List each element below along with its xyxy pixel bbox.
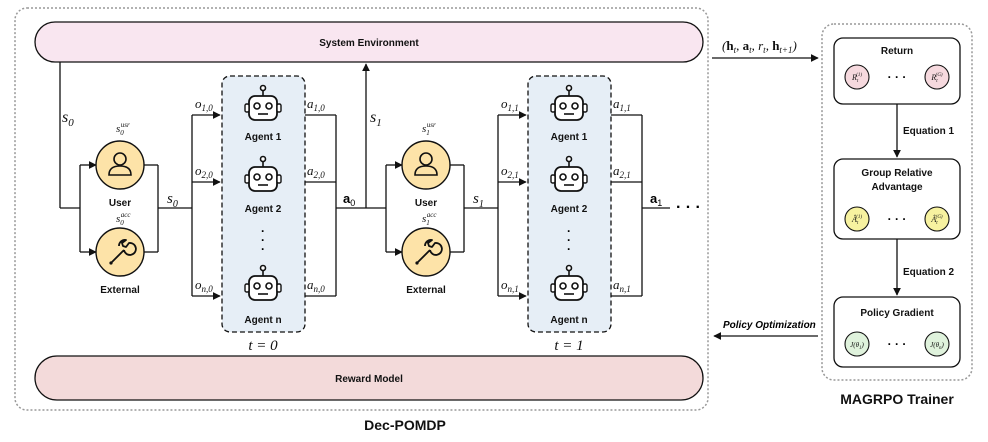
- adv-chip-1-text: Ât(1): [851, 214, 862, 226]
- dec-pomdp-title: Dec-POMDP: [364, 417, 446, 433]
- svg-text:·: ·: [261, 242, 265, 256]
- act-2: a2,1: [613, 163, 631, 180]
- return-dots: · · ·: [888, 70, 907, 84]
- dec-pomdp-container: [14, 7, 709, 411]
- time-label: t = 0: [248, 338, 278, 354]
- obs-n: on,1: [501, 277, 519, 294]
- user-state-label: s0usr: [116, 121, 130, 137]
- external-label: External: [406, 285, 446, 296]
- agent-2-label: Agent 2: [551, 204, 588, 215]
- adv-chip-1: [844, 206, 870, 232]
- agent-n-label: Agent n: [550, 315, 587, 326]
- agent-panel: [527, 75, 612, 333]
- external-state-label: s0acc: [116, 211, 131, 227]
- vertical-ellipsis: ·: [567, 224, 571, 238]
- agent-1-label: Agent 1: [245, 132, 282, 143]
- trainer-title: MAGRPO Trainer: [840, 391, 954, 407]
- ellipsis: · · ·: [676, 199, 701, 216]
- state-label: s1: [473, 191, 484, 210]
- adv-dots: · · ·: [888, 212, 907, 226]
- reward-model-bar: [34, 355, 704, 401]
- reward-model-label: Reward Model: [335, 374, 403, 385]
- joint-action: a1: [650, 191, 662, 208]
- obs-1: o1,1: [501, 96, 519, 113]
- policy-gradient-label: Policy Gradient: [860, 308, 934, 319]
- pg-dots: · · ·: [888, 337, 907, 351]
- agent-2-label: Agent 2: [245, 204, 282, 215]
- state-label-top: s0: [62, 109, 74, 129]
- time-label: t = 1: [554, 338, 583, 354]
- pg-chip-n: [924, 331, 950, 357]
- return-label: Return: [881, 46, 913, 57]
- external-state-label: s1acc: [422, 211, 437, 227]
- agent-n-label: Agent n: [244, 315, 281, 326]
- user-state-label: s1usr: [422, 121, 436, 137]
- act-1: a1,1: [613, 96, 631, 113]
- obs-n: on,0: [195, 277, 213, 294]
- act-1: a1,0: [307, 96, 325, 113]
- state-label: s0: [167, 191, 178, 210]
- obs-2: o2,0: [195, 163, 213, 180]
- act-2: a2,0: [307, 163, 325, 180]
- act-n: an,1: [613, 277, 631, 294]
- return-chip-1-text: Rt(1): [851, 73, 862, 84]
- obs-1: o1,0: [195, 96, 213, 113]
- return-chip-g-text: Rt(G): [930, 73, 943, 84]
- pg-chip-1-text: J(θ1): [850, 341, 864, 351]
- external-node: [401, 227, 451, 277]
- policy-optimization-label: Policy Optimization: [723, 320, 816, 331]
- obs-2: o2,1: [501, 163, 519, 180]
- advantage-label-2: Advantage: [871, 182, 923, 193]
- advantage-label-1: Group Relative: [861, 168, 933, 179]
- state-label-top: s1: [370, 109, 382, 129]
- equation-1-label: Equation 1: [903, 126, 955, 137]
- pg-chip-n-text: J(θn): [930, 341, 944, 351]
- agent-panel: [221, 75, 306, 333]
- vertical-ellipsis: ·: [261, 224, 265, 238]
- timestep-1: s1usr User s1acc External s1 o1,1 o2,1 o…: [385, 75, 701, 354]
- adv-chip-g: [924, 206, 950, 232]
- system-environment-label: System Environment: [319, 38, 419, 49]
- return-chip-g: [924, 64, 950, 90]
- joint-action: a0: [343, 191, 355, 208]
- return-chip-1: [844, 64, 870, 90]
- svg-text:·: ·: [567, 242, 571, 256]
- user-label: User: [109, 198, 131, 209]
- timestep-0: s0 s0usr User s0acc External s0 o1,0 o2,…: [59, 62, 366, 354]
- equation-2-label: Equation 2: [903, 267, 955, 278]
- pg-chip-1: [844, 331, 870, 357]
- system-environment-bar: [34, 21, 704, 63]
- external-node: [95, 227, 145, 277]
- act-n: an,0: [307, 277, 325, 294]
- svg-text:·: ·: [567, 233, 571, 247]
- external-label: External: [100, 285, 140, 296]
- user-label: User: [415, 198, 437, 209]
- agent-1-label: Agent 1: [551, 132, 588, 143]
- transition-label: (ht, at, rt, ht+1): [722, 38, 797, 55]
- svg-text:·: ·: [261, 233, 265, 247]
